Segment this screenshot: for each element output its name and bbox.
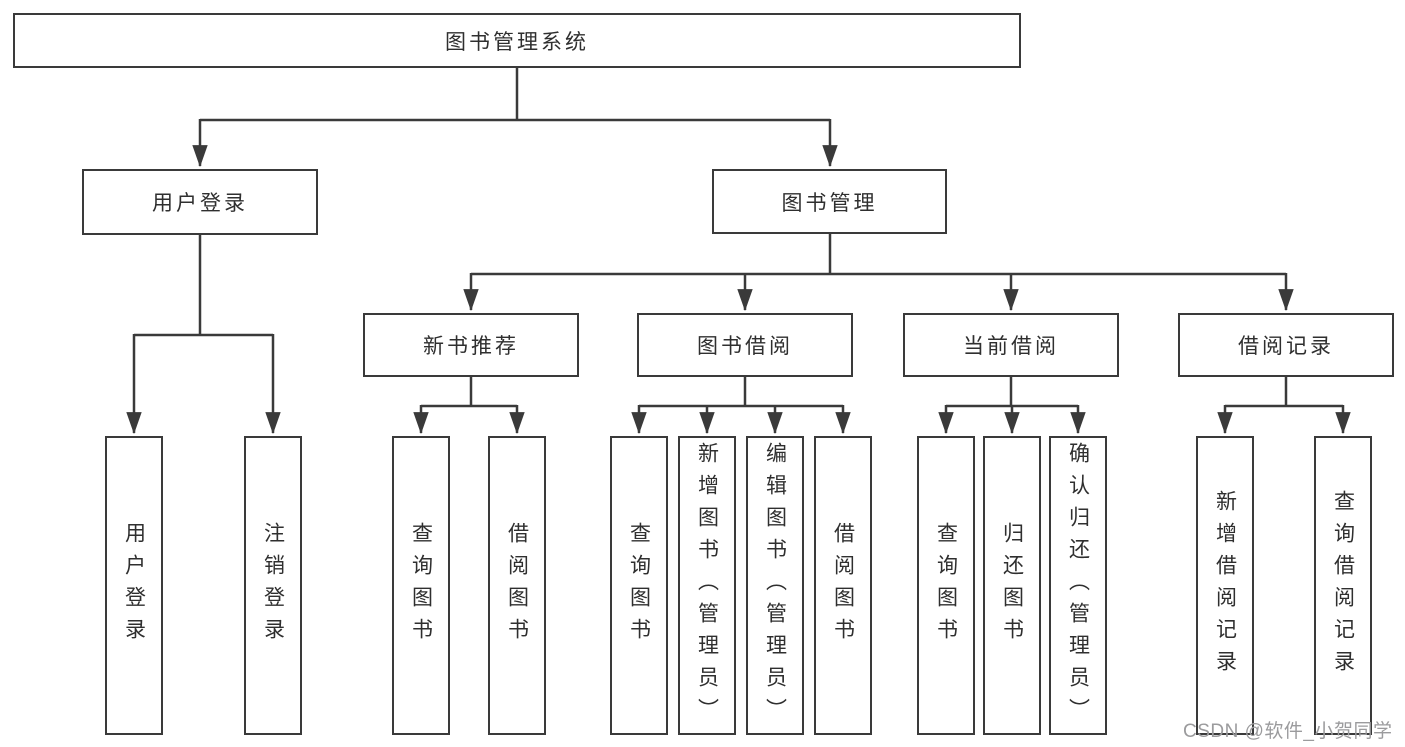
node-book-borrowing-label: 图书借阅: [697, 335, 793, 358]
node-book-management-label: 图书管理: [781, 191, 878, 215]
leaf-return-books: 归还图书: [983, 436, 1041, 735]
node-current-borrowing-label: 当前借阅: [963, 335, 1059, 358]
leaf-user-login: 用户登录: [105, 436, 163, 735]
leaf-borrow-books-recommend: 借阅图书: [488, 436, 546, 735]
leaf-query-books-current-label: 查询图书: [934, 521, 958, 650]
leaf-query-borrow-record: 查询借阅记录: [1314, 436, 1372, 735]
leaf-query-books-recommend: 查询图书: [392, 436, 450, 735]
node-book-borrowing: 图书借阅: [637, 313, 853, 377]
leaf-add-books-admin-label: 新增图书（管理员）: [695, 441, 719, 730]
node-user-login: 用户登录: [82, 169, 318, 235]
leaf-query-borrow-record-label: 查询借阅记录: [1331, 489, 1355, 682]
leaf-query-books-borrowing-label: 查询图书: [627, 521, 651, 650]
node-borrow-records-label: 借阅记录: [1238, 335, 1334, 358]
leaf-return-books-label: 归还图书: [1000, 521, 1024, 650]
leaf-confirm-return-admin-label: 确认归还（管理员）: [1066, 441, 1090, 730]
leaf-add-books-admin: 新增图书（管理员）: [678, 436, 736, 735]
leaf-logout: 注销登录: [244, 436, 302, 735]
node-new-book-recommend-label: 新书推荐: [423, 335, 519, 358]
leaf-borrow-books-recommend-label: 借阅图书: [505, 521, 529, 650]
node-borrow-records: 借阅记录: [1178, 313, 1394, 377]
leaf-confirm-return-admin: 确认归还（管理员）: [1049, 436, 1107, 735]
leaf-borrow-books-label: 借阅图书: [831, 521, 855, 650]
leaf-edit-books-admin-label: 编辑图书（管理员）: [763, 441, 787, 730]
node-book-management: 图书管理: [712, 169, 947, 234]
leaf-borrow-books: 借阅图书: [814, 436, 872, 735]
node-current-borrowing: 当前借阅: [903, 313, 1119, 377]
leaf-query-books-current: 查询图书: [917, 436, 975, 735]
node-library-system: 图书管理系统: [13, 13, 1021, 68]
leaf-user-login-label: 用户登录: [122, 521, 146, 650]
leaf-edit-books-admin: 编辑图书（管理员）: [746, 436, 804, 735]
leaf-add-borrow-record-label: 新增借阅记录: [1213, 489, 1237, 682]
leaf-query-books-borrowing: 查询图书: [610, 436, 668, 735]
leaf-query-books-recommend-label: 查询图书: [409, 521, 433, 650]
node-library-system-label: 图书管理系统: [445, 30, 589, 54]
node-new-book-recommend: 新书推荐: [363, 313, 579, 377]
node-user-login-label: 用户登录: [152, 192, 248, 215]
leaf-add-borrow-record: 新增借阅记录: [1196, 436, 1254, 735]
leaf-logout-label: 注销登录: [261, 521, 285, 650]
csdn-watermark: CSDN @软件_小贺同学: [1183, 721, 1393, 742]
